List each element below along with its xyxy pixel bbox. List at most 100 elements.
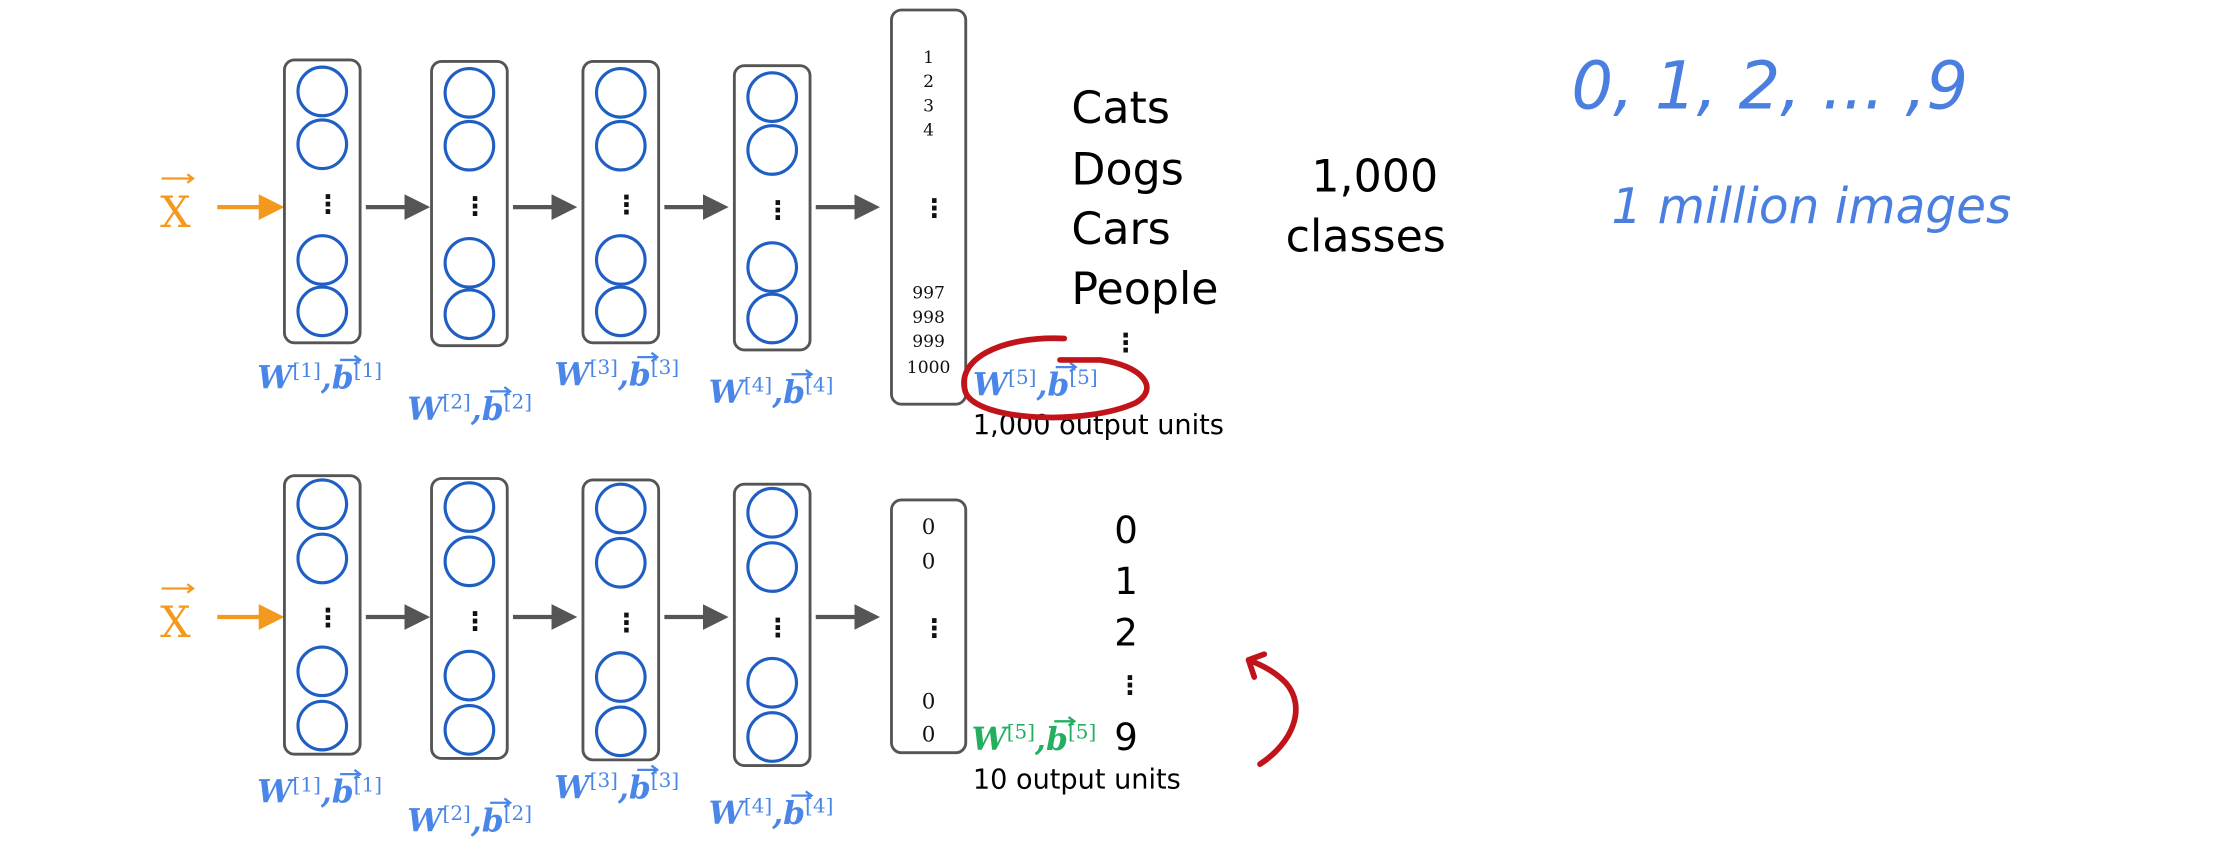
comma: , bbox=[470, 391, 482, 428]
bias-symbol: b bbox=[783, 795, 805, 832]
layer-param-label-2: W[2],b[2] bbox=[407, 390, 532, 428]
output-unit-index: 997 bbox=[912, 284, 945, 304]
bottom-network: X⋮⋮⋮⋮00⋮00W[1],b[1]W[2],b[2]W[3],b[3]W[4… bbox=[160, 474, 1096, 839]
layer-index: [5] bbox=[1007, 719, 1035, 743]
weight-symbol: W bbox=[257, 360, 295, 397]
class-label: People bbox=[1071, 264, 1218, 315]
vector-arrow-icon bbox=[791, 369, 814, 380]
input-x-label: X bbox=[160, 598, 191, 648]
output-unit-index: 2 bbox=[923, 72, 934, 92]
hidden-layer-2: ⋮ bbox=[430, 59, 509, 348]
layer-index: [3] bbox=[590, 355, 618, 379]
comma: , bbox=[1035, 367, 1047, 404]
vector-arrow-icon bbox=[1055, 361, 1078, 373]
output-unit-index: 0 bbox=[922, 549, 936, 574]
layer-index: [2] bbox=[443, 390, 471, 414]
output-unit-index: 0 bbox=[922, 689, 936, 714]
hidden-layer-1: ⋮ bbox=[282, 474, 362, 756]
output-unit-index: 1 bbox=[923, 48, 934, 68]
digit-ellipsis: ⋮ bbox=[1117, 671, 1143, 701]
output-layer-box bbox=[890, 8, 968, 406]
red-circle-annotation bbox=[961, 335, 1150, 421]
bias-symbol: b bbox=[482, 391, 504, 428]
handwritten-dataset-size: 1 million images bbox=[1611, 179, 2011, 235]
neuron-circle bbox=[443, 481, 496, 533]
layer-param-label-3: W[3],b[3] bbox=[554, 768, 679, 806]
output-unit-index: 1000 bbox=[907, 358, 951, 378]
layer-param-label-3: W[3],b[3] bbox=[554, 355, 679, 393]
digit-label: 1 bbox=[1114, 560, 1138, 603]
weight-symbol: W bbox=[971, 721, 1009, 758]
bias-symbol: b bbox=[629, 357, 651, 394]
output-unit-index: 0 bbox=[922, 515, 936, 540]
output-unit-index: 998 bbox=[912, 308, 945, 328]
comma: , bbox=[617, 357, 629, 394]
neuron-circle bbox=[594, 234, 647, 286]
hidden-layer-4: ⋮ bbox=[732, 64, 812, 352]
neuron-circle bbox=[594, 285, 647, 338]
digit-label: 9 bbox=[1114, 716, 1138, 759]
hidden-layer-4: ⋮ bbox=[732, 482, 812, 768]
neuron-circle bbox=[594, 482, 647, 535]
neuron-circle bbox=[594, 66, 647, 119]
comma: , bbox=[771, 374, 783, 411]
class-ellipsis: ⋮ bbox=[1113, 328, 1139, 358]
weight-symbol: W bbox=[407, 391, 445, 428]
output-layer-box bbox=[890, 498, 968, 755]
output-unit-index: 3 bbox=[923, 96, 934, 116]
input-x-label: X bbox=[160, 188, 191, 238]
class-count: 1,000 bbox=[1311, 151, 1438, 202]
neuron-circle bbox=[746, 241, 799, 293]
layer-param-label-4: W[4],b[4] bbox=[709, 794, 834, 832]
vector-arrow-icon bbox=[1054, 716, 1077, 727]
bias-symbol: b bbox=[332, 774, 354, 811]
bottom-output-units: 10 output units bbox=[973, 764, 1181, 795]
neuron-circle bbox=[594, 119, 647, 172]
digit-label: 2 bbox=[1114, 612, 1138, 655]
comma: , bbox=[320, 774, 332, 811]
top-network: X⋮⋮⋮⋮1234⋮9979989991000W[1],b[1]W[2],b[2… bbox=[160, 8, 1098, 428]
neuron-ellipsis: ⋮ bbox=[614, 191, 640, 221]
output-ellipsis: ⋮ bbox=[921, 194, 947, 224]
layer-index: [3] bbox=[590, 768, 618, 792]
digit-list: 0 1 2 ⋮ 9 bbox=[1114, 509, 1143, 759]
neuron-ellipsis: ⋮ bbox=[462, 607, 488, 637]
class-label: Cars bbox=[1071, 204, 1170, 255]
neuron-circle bbox=[296, 532, 349, 585]
layer-box bbox=[732, 482, 812, 768]
neuron-ellipsis: ⋮ bbox=[765, 613, 791, 643]
neuron-circle bbox=[443, 119, 496, 172]
handwritten-digit-range: 0, 1, 2, ... ,9 bbox=[1571, 49, 1968, 125]
layer-index: [2] bbox=[443, 801, 471, 825]
class-list: Cats Dogs Cars People ⋮ bbox=[1071, 83, 1218, 359]
neuron-circle bbox=[594, 536, 647, 589]
red-arrow-annotation bbox=[1245, 651, 1299, 768]
comma: , bbox=[1034, 721, 1046, 758]
neuron-ellipsis: ⋮ bbox=[462, 192, 488, 222]
neuron-circle bbox=[746, 541, 799, 593]
class-word: classes bbox=[1286, 211, 1446, 262]
neuron-circle bbox=[746, 292, 799, 345]
weight-symbol: W bbox=[257, 774, 295, 811]
vector-arrow-icon bbox=[161, 583, 195, 594]
layer-param-label-1: W[1],b[1] bbox=[257, 358, 382, 396]
neuron-ellipsis: ⋮ bbox=[315, 190, 341, 220]
digit-label: 0 bbox=[1114, 509, 1138, 552]
neuron-ellipsis: ⋮ bbox=[315, 603, 341, 633]
neuron-circle bbox=[296, 285, 349, 338]
layer-param-label-5: W[5],b[5] bbox=[971, 719, 1096, 757]
bias-symbol: b bbox=[332, 360, 354, 397]
hidden-layer-1: ⋮ bbox=[282, 58, 362, 345]
neuron-circle bbox=[443, 704, 496, 756]
vector-arrow-icon bbox=[340, 354, 363, 366]
neuron-circle bbox=[746, 71, 799, 123]
class-label: Dogs bbox=[1071, 144, 1183, 195]
layer-index: [4] bbox=[744, 372, 772, 396]
weight-symbol: W bbox=[407, 802, 445, 839]
vector-arrow-icon bbox=[490, 386, 513, 397]
neuron-circle bbox=[746, 124, 799, 176]
comma: , bbox=[470, 802, 482, 839]
neuron-circle bbox=[443, 288, 496, 341]
layer-param-label-1: W[1],b[1] bbox=[257, 772, 382, 810]
